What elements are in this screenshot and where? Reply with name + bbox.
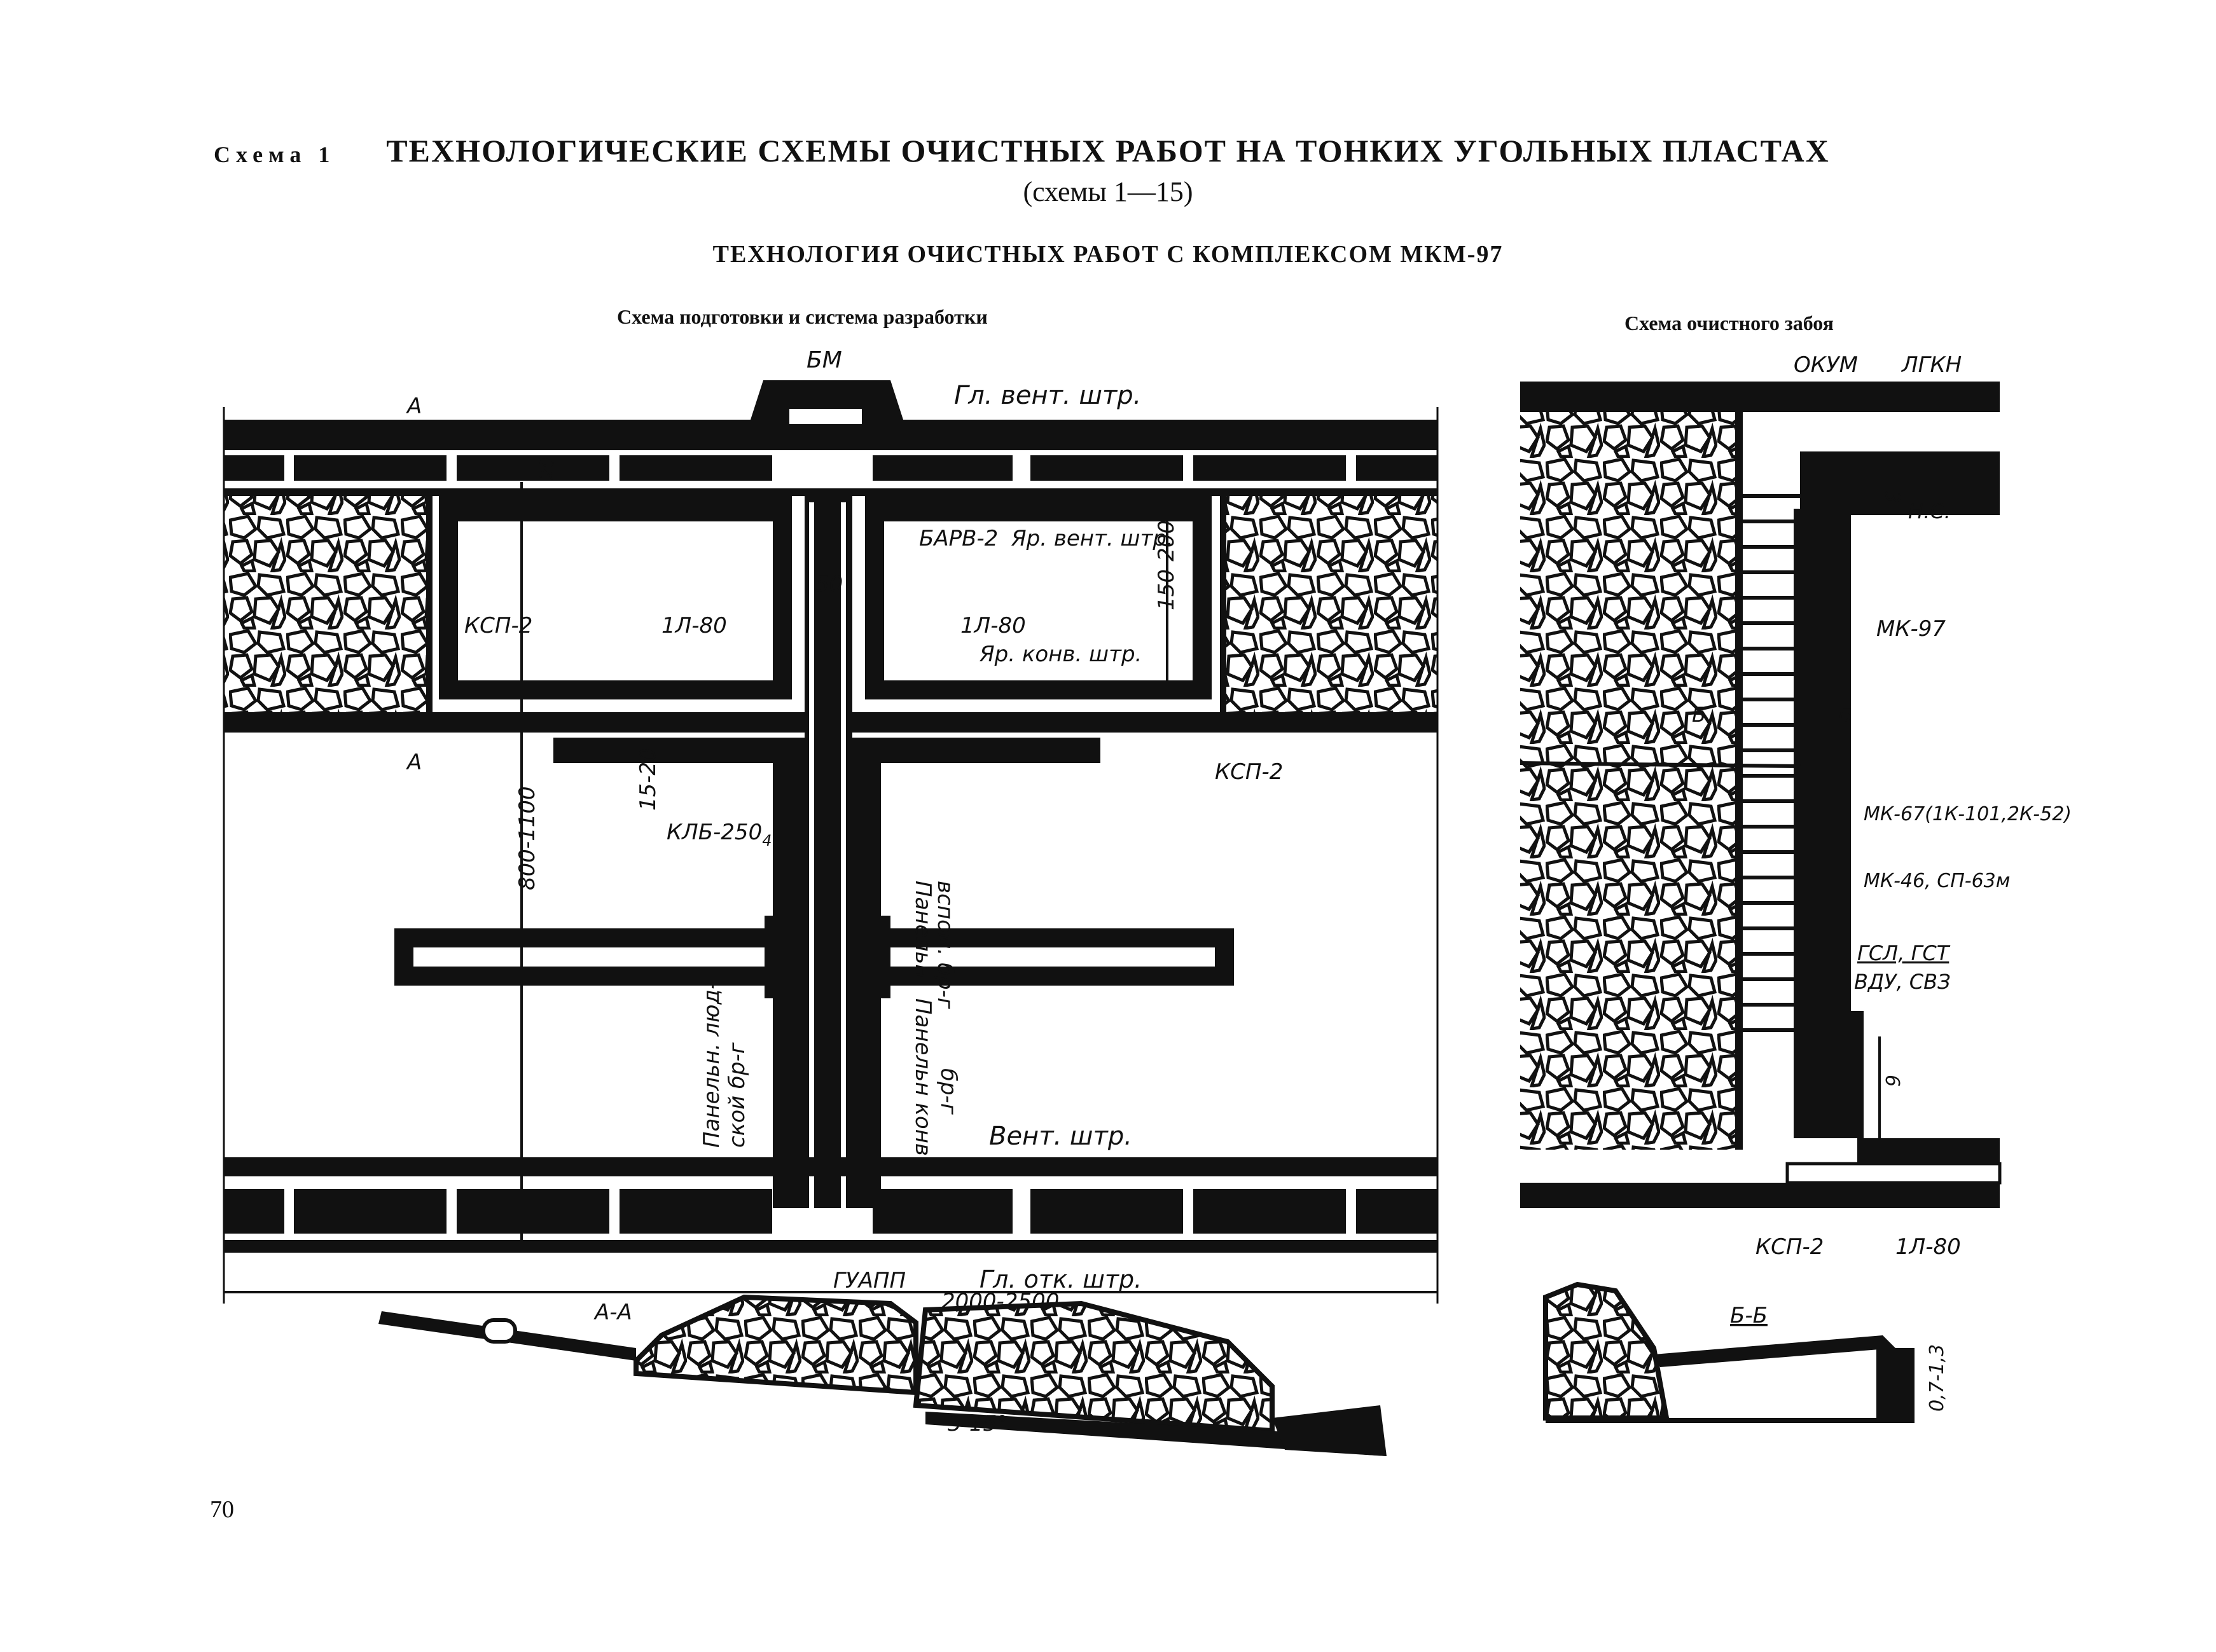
label-panel-konv-2: бр-г <box>936 1068 961 1115</box>
left-diagram-caption: Схема подготовки и система разработки <box>617 305 988 328</box>
label-section-bb: Б-Б <box>1730 1303 1768 1328</box>
label-klb: КЛБ-2504 <box>667 820 772 850</box>
page-subtitle: (схемы 1—15) <box>1023 176 1193 207</box>
label-gl-otk-shtr: Гл. отк. штр. <box>980 1265 1142 1293</box>
label-ksp2-b: КСП-2 <box>1215 759 1283 785</box>
label-section-b-right: Б <box>1838 703 1852 727</box>
label-section-b-left: Б <box>1692 703 1706 727</box>
label-section-aa: А-А <box>593 1300 632 1325</box>
label-ksp2-a: КСП-2 <box>464 613 532 638</box>
label-dim-3: 3 <box>1881 491 1903 503</box>
label-okum: ОКУМ <box>1794 352 1858 378</box>
label-panel-konv-1: Панельн конв <box>910 998 936 1156</box>
label-l80-right: 1Л-80 <box>1895 1234 1961 1260</box>
label-gl-vent-shtr: Гл. вент. штр. <box>954 381 1141 410</box>
label-section-a-bottom: А <box>406 750 422 775</box>
label-panel-lud-1: Панельн. люд- <box>699 982 724 1148</box>
label-lgkn: ЛГКН <box>1901 352 1962 378</box>
scheme-label: Схема 1 <box>214 142 336 167</box>
label-dim-150-200: 150-200 <box>1154 520 1179 610</box>
label-yar-konv-shtr: Яр. конв. штр. <box>979 642 1142 667</box>
section-b-b <box>1543 1281 1915 1423</box>
label-l80-a: 1Л-80 <box>661 613 727 638</box>
label-mk46: МК-46, СП-63м <box>1864 870 2010 892</box>
label-section-a-top: А <box>406 394 422 419</box>
label-dim-20: 20 <box>536 456 558 480</box>
label-dim-50: 50 <box>815 572 843 597</box>
label-yar-vent-shtr: Яр. вент. штр. <box>1011 526 1174 551</box>
plan-view <box>223 380 1439 1304</box>
right-diagram-caption: Схема очистного забоя <box>1624 312 1834 334</box>
section-a-a <box>378 1294 1387 1456</box>
label-angle: 3-15° <box>948 1411 1008 1436</box>
label-l80-b: 1Л-80 <box>960 613 1026 638</box>
label-ns: Н.С. <box>1908 499 1951 523</box>
label-guapp: ГУАПП <box>833 1268 906 1293</box>
label-barv: БАРВ-2 <box>919 526 998 551</box>
page-number: 70 <box>210 1496 234 1523</box>
label-panel-vspom-1: Панельн <box>910 881 936 979</box>
label-dim-07-13: 0,7-1,3 <box>1926 1344 1948 1412</box>
label-vdu: ВДУ, СВЗ <box>1854 970 1951 994</box>
face-view <box>1520 382 2002 1208</box>
label-mk67: МК-67(1К-101,2К-52) <box>1864 803 2072 825</box>
label-mk97: МК-97 <box>1876 616 1946 642</box>
label-dim-6: 6 <box>1881 1075 1903 1087</box>
label-dim-15-20: 15-20 <box>635 748 661 811</box>
label-bm: БМ <box>807 347 842 373</box>
label-panel-lud-2: ской бр-г <box>724 1042 750 1148</box>
label-gsl: ГСЛ, ГСТ <box>1857 941 1951 965</box>
section-title: ТЕХНОЛОГИЯ ОЧИСТНЫХ РАБОТ С КОМПЛЕКСОМ М… <box>712 241 1504 268</box>
page-title: ТЕХНОЛОГИЧЕСКИЕ СХЕМЫ ОЧИСТНЫХ РАБОТ НА … <box>386 133 1830 169</box>
label-dim-800-1100: 800-1100 <box>515 786 540 890</box>
label-panel-vspom-2: вспом. бр-г <box>932 881 958 1010</box>
label-vent-shtr: Вент. штр. <box>989 1122 1132 1151</box>
label-ksp2-right: КСП-2 <box>1755 1234 1824 1260</box>
